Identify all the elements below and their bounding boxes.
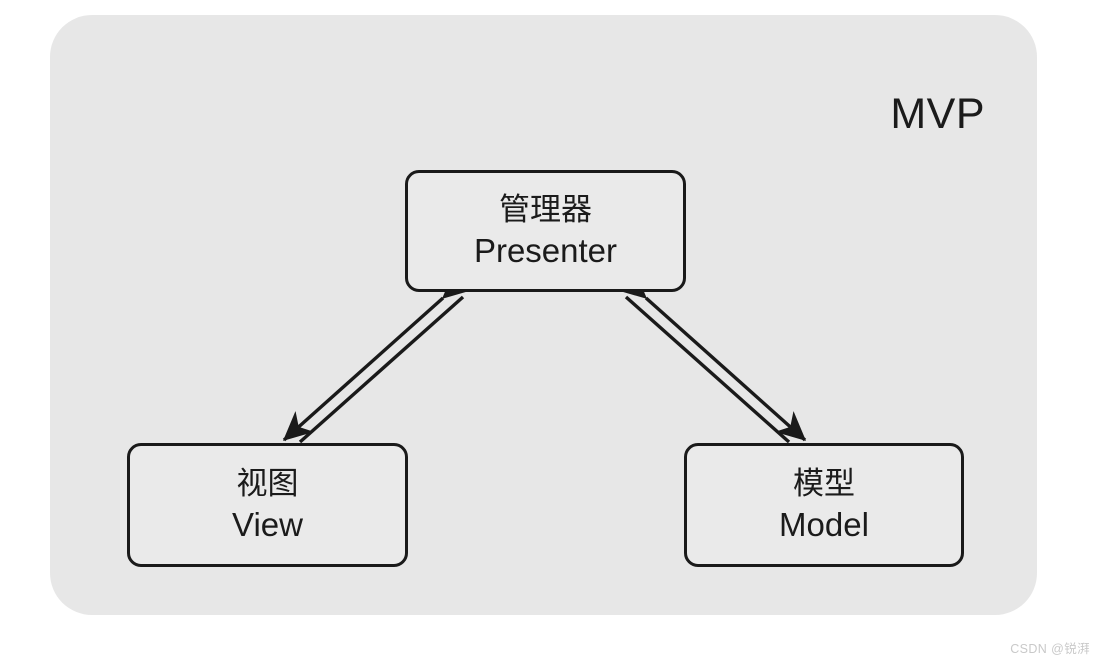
node-presenter[interactable]: 管理器 Presenter (405, 170, 686, 292)
node-presenter-label-cn: 管理器 (499, 192, 592, 227)
node-model-label-cn: 模型 (793, 466, 855, 501)
node-model-label-en: Model (779, 506, 869, 543)
node-model[interactable]: 模型 Model (684, 443, 964, 567)
node-view-label-en: View (232, 506, 303, 543)
node-view-label-cn: 视图 (236, 466, 299, 501)
node-presenter-label-en: Presenter (473, 232, 618, 269)
node-view[interactable]: 视图 View (127, 443, 408, 567)
page-title: MVP (890, 90, 985, 138)
watermark: CSDN @锐湃 (1010, 642, 1090, 656)
